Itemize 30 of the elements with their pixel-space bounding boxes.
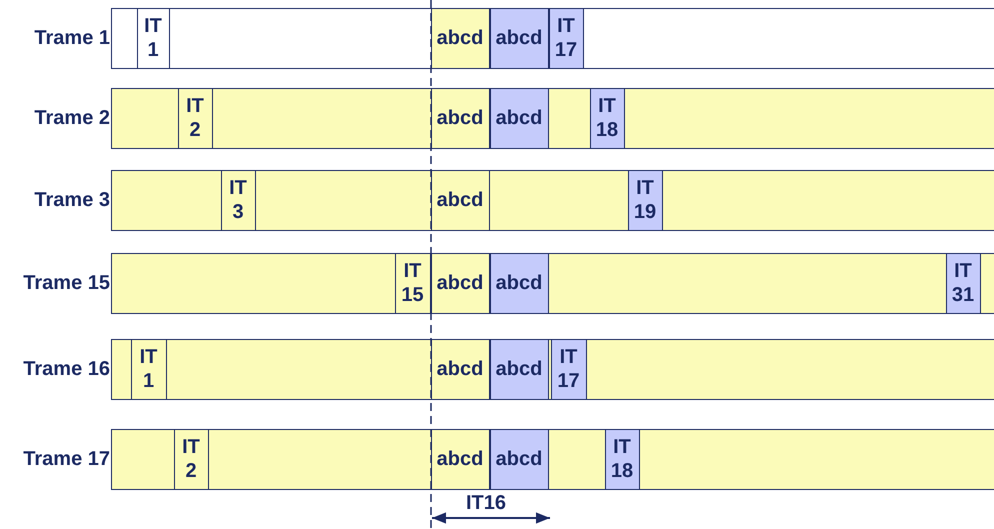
data-slot: abcd xyxy=(430,8,490,68)
data-slot: abcd xyxy=(430,88,490,148)
interrupt-slot: IT 1 xyxy=(130,338,166,400)
row-label: Trame 15 xyxy=(22,272,110,294)
interrupt-slot: IT 3 xyxy=(220,170,256,230)
interrupt-slot: IT 31 xyxy=(946,252,980,314)
interrupt-slot: IT 1 xyxy=(136,8,170,68)
interrupt-slot: IT 15 xyxy=(394,252,430,314)
interrupt-slot: IT 19 xyxy=(628,170,662,230)
interrupt-slot: IT 2 xyxy=(178,88,212,148)
data-slot: abcd xyxy=(430,252,490,314)
row-label: Trame 1 xyxy=(33,26,110,50)
interrupt-slot: IT 18 xyxy=(604,428,640,490)
data-slot: abcd xyxy=(490,428,548,490)
data-slot: abcd xyxy=(490,8,548,68)
data-slot: abcd xyxy=(490,252,548,314)
row-label: Trame 16 xyxy=(22,358,110,380)
data-slot: abcd xyxy=(490,338,548,400)
interrupt-slot: IT 17 xyxy=(548,8,584,68)
data-slot: abcd xyxy=(430,428,490,490)
row-label: Trame 2 xyxy=(33,106,110,130)
dimension-label: IT16 xyxy=(466,492,506,515)
interrupt-slot: IT 2 xyxy=(174,428,208,490)
data-slot: abcd xyxy=(430,170,490,230)
interrupt-slot: IT 17 xyxy=(550,338,586,400)
interrupt-slot: IT 18 xyxy=(590,88,624,148)
data-slot: abcd xyxy=(430,338,490,400)
data-slot: abcd xyxy=(490,88,548,148)
row-label: Trame 17 xyxy=(22,448,110,470)
row-label: Trame 3 xyxy=(33,188,110,212)
